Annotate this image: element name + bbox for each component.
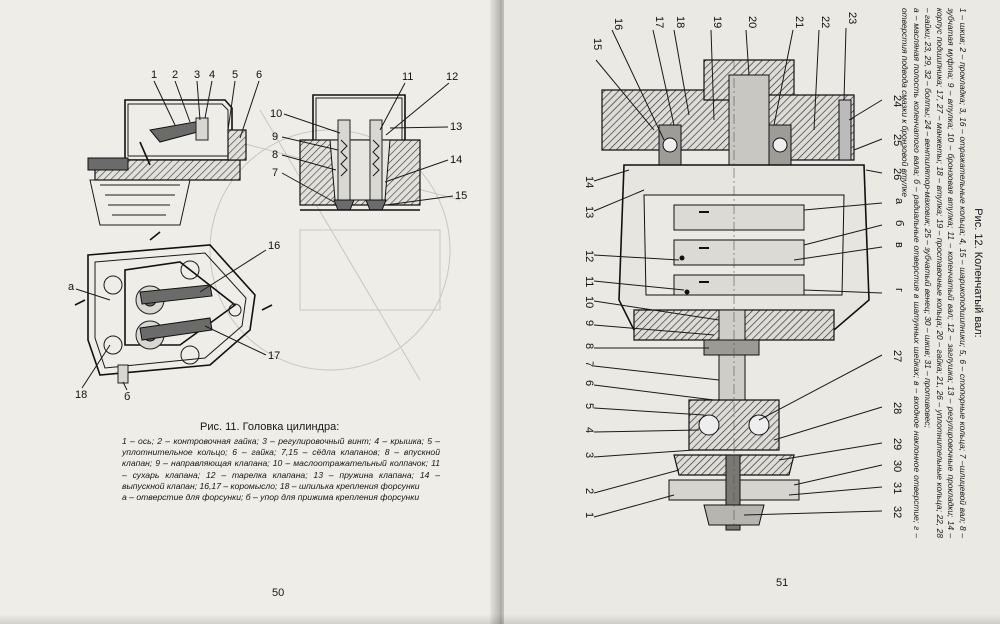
left-page: 1 2 3 4 5 6 [0,0,496,624]
callout-17-r: 17 [653,16,665,28]
callout-6: 6 [256,69,262,81]
callout-4: 4 [209,69,215,81]
callout-14-r: 14 [583,176,595,188]
callout-32-r: 32 [891,506,903,518]
callout-21-r: 21 [793,16,805,28]
callout-7: 7 [272,167,278,179]
callout-26-r: 26 [891,168,903,180]
callout-12: 12 [446,71,458,83]
callout-15-r: 15 [591,38,603,50]
callout-30-r: 30 [891,460,903,472]
callout-5: 5 [232,69,238,81]
callout-1: 1 [151,69,157,81]
callout-10-r: 10 [583,296,595,308]
callout-b: б [124,391,130,403]
right-page: 16 17 18 19 20 21 22 23 15 14 [504,0,1000,624]
callout-10: 10 [270,108,282,120]
callout-a: а [68,281,75,293]
callout-5-r: 5 [583,403,595,409]
page-bottom-shadow [0,614,1000,624]
callout-31-r: 31 [891,482,903,494]
callout-16-r: 16 [612,18,624,30]
callout-18-r: 18 [674,16,686,28]
callout-b-r: б [893,220,905,226]
callout-23-r: 23 [846,12,858,24]
callout-1-r: 1 [583,512,595,518]
callout-22-r: 22 [819,16,831,28]
callout-18: 18 [75,389,87,401]
figure-11-legend-text: 1 – ось; 2 – контровочная гайка; 3 – рег… [122,436,440,491]
callouts-bottom: 16 17 18 а б [68,240,280,403]
callout-24-r: 24 [891,95,903,107]
callout-3-r: 3 [583,452,595,458]
page-number-left: 50 [272,587,285,599]
callout-25-r: 25 [891,134,903,146]
page-number-right: 51 [776,577,789,589]
figure-12-legend: 1 – шкив; 2 – прокладка; 3, 16 – отражат… [898,8,968,538]
callouts-top-left: 1 2 3 4 5 6 [151,69,262,139]
callouts-top-right: 11 12 13 14 15 10 9 8 7 [270,71,467,206]
callout-9-r: 9 [583,320,595,326]
callout-14: 14 [450,154,462,166]
callout-16: 16 [268,240,280,252]
callout-15: 15 [455,190,467,202]
figure-12-legend-text: 1 – шкив; 2 – прокладка; 3, 16 – отражат… [923,8,968,538]
callout-9: 9 [272,131,278,143]
head-side-section [87,99,247,226]
callouts-right-right-page: 24 25 26 а б в г 27 28 29 30 31 32 [743,95,905,518]
callout-27-r: 27 [891,350,903,362]
callout-28-r: 28 [891,402,903,414]
callout-3: 3 [194,69,200,81]
callout-12-r: 12 [583,250,595,262]
callouts-left-right-page: 15 14 13 12 11 10 9 8 7 6 5 4 3 2 1 [583,38,720,518]
callout-29-r: 29 [891,438,903,450]
figure-12-legend-note: а – масляная полость коленчатого вала; б… [900,8,922,538]
figure-11-title: Рис. 11. Головка цилиндра: [200,421,340,433]
callout-v-r: в [893,242,905,248]
callout-2: 2 [172,69,178,81]
callout-11: 11 [402,71,413,83]
callout-8-r: 8 [583,343,595,349]
callout-g-r: г [893,288,905,292]
callout-11-r: 11 [583,276,595,287]
callout-19-r: 19 [711,16,723,28]
callout-20-r: 20 [746,16,758,28]
callout-13: 13 [450,121,462,133]
figure-12-crankshaft: 16 17 18 19 20 21 22 23 15 14 [583,12,905,531]
callout-a-r: а [893,198,905,205]
head-plan-view [74,231,273,384]
valve-section [299,94,421,211]
figure-11-cylinder-head: 1 2 3 4 5 6 [68,69,467,403]
callouts-top-right-page: 16 17 18 19 20 21 22 23 [611,12,858,141]
callout-4-r: 4 [583,427,595,433]
callout-13-r: 13 [583,206,595,218]
figure-12-title: Рис. 12. Коленчатый вал: [972,208,984,338]
figure-11-legend: 1 – ось; 2 – контровочная гайка; 3 – рег… [122,436,440,503]
callout-7-r: 7 [583,361,595,367]
callout-2-r: 2 [583,488,595,494]
callout-17: 17 [268,350,280,362]
figure-11-legend-note: а – отверстие для форсунки; б – упор для… [122,492,420,503]
callout-8: 8 [272,149,278,161]
callout-6-r: 6 [583,380,595,386]
